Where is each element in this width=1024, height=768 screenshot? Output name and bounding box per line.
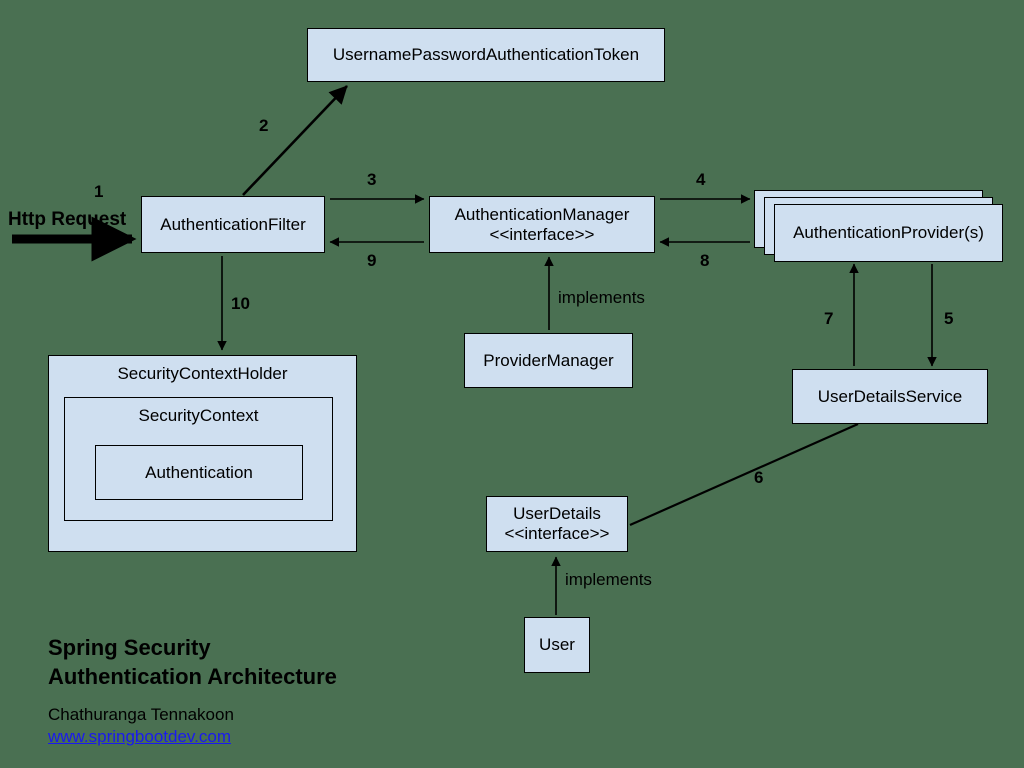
implements-user-label: implements [565, 570, 652, 589]
node-user-details[interactable]: UserDetails <<interface>> [486, 496, 628, 552]
node-authentication-provider[interactable]: AuthenticationProvider(s) [774, 204, 1003, 262]
node-user-details-service[interactable]: UserDetailsService [792, 369, 988, 424]
edge-step-2 [242, 85, 348, 196]
step-6-label: 6 [754, 468, 764, 487]
node-label: AuthenticationManager <<interface>> [454, 204, 630, 244]
node-authentication[interactable]: Authentication [95, 445, 303, 500]
node-label: ProviderManager [483, 350, 614, 370]
edge-step-6 [629, 422, 859, 527]
node-label: AuthenticationFilter [160, 214, 306, 234]
step-9-label: 9 [367, 251, 377, 270]
node-user[interactable]: User [524, 617, 590, 673]
step-4-label: 4 [696, 170, 706, 189]
node-username-password-authentication-token[interactable]: UsernamePasswordAuthenticationToken [307, 28, 665, 82]
step-1-label: 1 [94, 182, 104, 201]
step-10-label: 10 [231, 294, 250, 313]
http-request-label: Http Request [8, 209, 127, 230]
node-label: UserDetailsService [817, 386, 963, 406]
node-label: SecurityContext [138, 406, 259, 425]
diagram-author: Chathuranga Tennakoon [48, 705, 234, 724]
node-label: User [539, 635, 575, 655]
node-label: AuthenticationProvider(s) [793, 223, 984, 243]
step-8-label: 8 [700, 251, 710, 270]
diagram-website-link[interactable]: www.springbootdev.com [48, 727, 231, 746]
node-provider-manager[interactable]: ProviderManager [464, 333, 633, 388]
node-label: SecurityContextHolder [117, 364, 288, 383]
step-7-label: 7 [824, 309, 834, 328]
node-label: Authentication [145, 462, 253, 482]
step-3-label: 3 [367, 170, 377, 189]
node-label: UserDetails <<interface>> [504, 504, 610, 543]
implements-provider-manager-label: implements [558, 288, 645, 307]
node-authentication-filter[interactable]: AuthenticationFilter [141, 196, 325, 253]
node-label: UsernamePasswordAuthenticationToken [332, 45, 640, 65]
step-5-label: 5 [944, 309, 954, 328]
diagram-title: Spring Security Authentication Architect… [48, 635, 337, 689]
step-2-label: 2 [259, 116, 269, 135]
node-authentication-manager[interactable]: AuthenticationManager <<interface>> [429, 196, 655, 253]
